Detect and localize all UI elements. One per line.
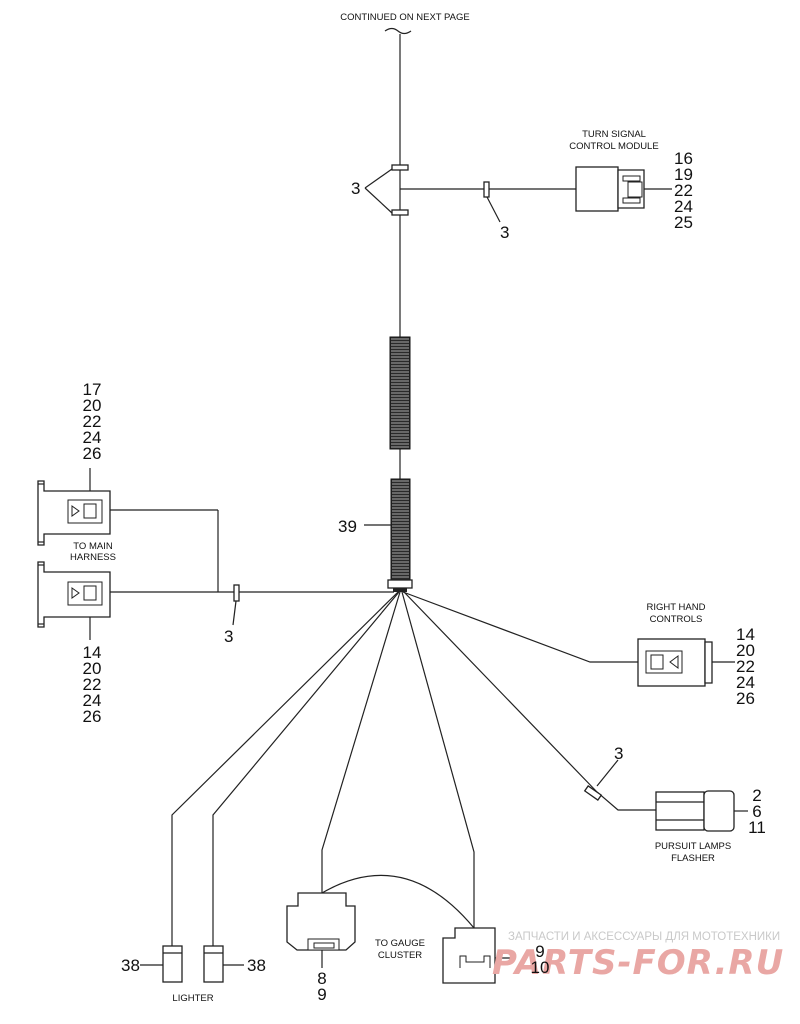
ref-number: 11 bbox=[748, 818, 766, 837]
conduit-lower bbox=[390, 478, 411, 582]
ref-number: 22 bbox=[83, 412, 102, 431]
turn-signal-module bbox=[575, 166, 672, 212]
pursuit-tie bbox=[583, 785, 603, 801]
ref-number: 26 bbox=[83, 444, 102, 463]
ref-number: 14 bbox=[736, 625, 755, 644]
ref-number: 2 bbox=[752, 786, 761, 805]
pursuit-caption-2: FLASHER bbox=[671, 853, 715, 864]
callout-main-tie: 3 bbox=[224, 627, 233, 646]
watermark-line1: ЗАПЧАСТИ И АКСЕССУАРЫ ДЛЯ МОТОТЕХНИКИ bbox=[508, 931, 780, 943]
callout-lighter-left: 38 bbox=[121, 956, 140, 975]
turn-signal-tie bbox=[483, 181, 490, 198]
callout-turn-signal-tie: 3 bbox=[500, 223, 509, 242]
callout-top-tie: 3 bbox=[351, 179, 360, 198]
ref-number: 24 bbox=[83, 691, 102, 710]
ref-number: 20 bbox=[83, 659, 102, 678]
ref-number: 16 bbox=[674, 149, 693, 168]
ref-number: 19 bbox=[674, 165, 693, 184]
pursuit-caption-1: PURSUIT LAMPS bbox=[655, 841, 731, 852]
ref-number: 8 bbox=[317, 969, 326, 988]
right-hand-caption-1: RIGHT HAND bbox=[647, 602, 706, 613]
top-tie-upper bbox=[391, 164, 409, 171]
gauge-caption-2: CLUSTER bbox=[378, 950, 422, 961]
to-main-caption-2: HARNESS bbox=[70, 552, 116, 563]
conduit-end-clamp bbox=[387, 579, 413, 589]
gauge-caption-1: TO GAUGE bbox=[375, 938, 425, 949]
lighter-caption: LIGHTER bbox=[172, 993, 213, 1004]
ref-number: 26 bbox=[83, 707, 102, 726]
ref-number: 22 bbox=[674, 181, 693, 200]
top-tie-lower bbox=[391, 209, 409, 216]
ref-number: 24 bbox=[83, 428, 102, 447]
to-main-caption-1: TO MAIN bbox=[73, 541, 113, 552]
ref-number: 24 bbox=[736, 673, 755, 692]
ref-number: 20 bbox=[736, 641, 755, 660]
ref-number: 20 bbox=[83, 396, 102, 415]
ref-number: 22 bbox=[736, 657, 755, 676]
main-trunk bbox=[384, 27, 576, 480]
callout-conduit: 39 bbox=[338, 517, 357, 536]
main-harness-connector-upper bbox=[37, 468, 219, 592]
lighter-right bbox=[203, 945, 244, 983]
gauge-connector-right bbox=[442, 927, 512, 984]
continued-caption: CONTINUED ON NEXT PAGE bbox=[340, 12, 470, 23]
main-tie bbox=[233, 584, 240, 602]
gauge-left-ref-stack: 89 bbox=[317, 969, 326, 1004]
ref-number: 24 bbox=[674, 197, 693, 216]
turn-signal-caption-2: CONTROL MODULE bbox=[569, 141, 658, 152]
gauge-connector-left bbox=[286, 892, 356, 968]
ref-number: 22 bbox=[83, 675, 102, 694]
callout-lighter-right: 38 bbox=[247, 956, 266, 975]
right-hand-caption-2: CONTROLS bbox=[650, 614, 703, 625]
watermark-line2: PARTS-FOR.RU bbox=[492, 943, 784, 983]
gauge-right-ref-stack: 910 bbox=[531, 942, 550, 977]
turn-signal-caption-1: TURN SIGNAL bbox=[582, 129, 646, 140]
ref-number: 9 bbox=[317, 985, 326, 1004]
ref-number: 14 bbox=[83, 643, 102, 662]
fan-out-wires bbox=[171, 591, 656, 946]
callout-pursuit-tie: 3 bbox=[614, 744, 623, 763]
pursuit-flasher bbox=[655, 790, 748, 832]
ref-number: 17 bbox=[83, 380, 102, 399]
ref-number: 25 bbox=[674, 213, 693, 232]
conduit-upper bbox=[389, 336, 411, 450]
main-harness-connector-lower bbox=[37, 561, 394, 640]
ref-number: 26 bbox=[736, 689, 755, 708]
lighter-left bbox=[140, 945, 183, 983]
ref-number: 6 bbox=[752, 802, 761, 821]
ref-number: 10 bbox=[531, 958, 550, 977]
ref-number: 9 bbox=[535, 942, 544, 961]
right-hand-controls-connector bbox=[637, 638, 735, 687]
